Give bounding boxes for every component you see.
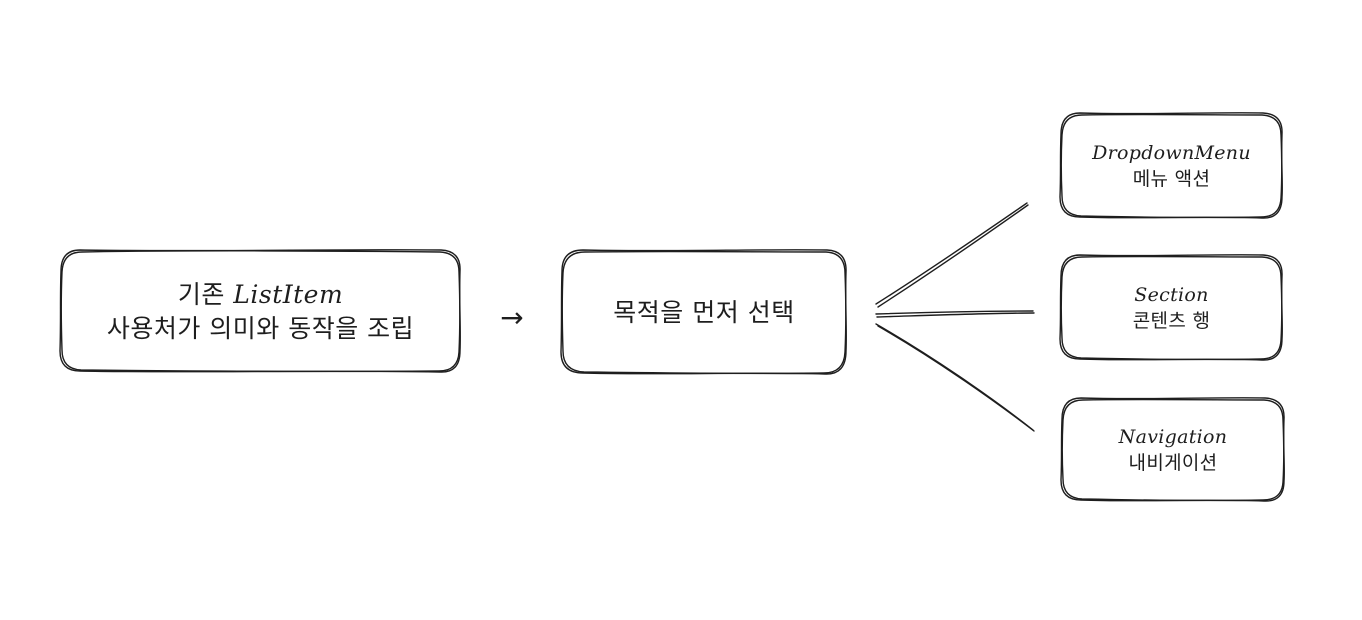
- navigation-box-outline: [1060, 397, 1285, 502]
- section-box-outline: [1059, 254, 1283, 361]
- legacy-box-outline: [59, 249, 461, 373]
- dropdown-box-outline: [1059, 112, 1283, 219]
- connector-to-dropdown: [875, 202, 1029, 308]
- purpose-box-outline: [560, 249, 847, 375]
- connector-to-section: [875, 310, 1035, 318]
- connector-to-navigation: [875, 323, 1035, 432]
- right-arrow-icon: →: [500, 301, 524, 334]
